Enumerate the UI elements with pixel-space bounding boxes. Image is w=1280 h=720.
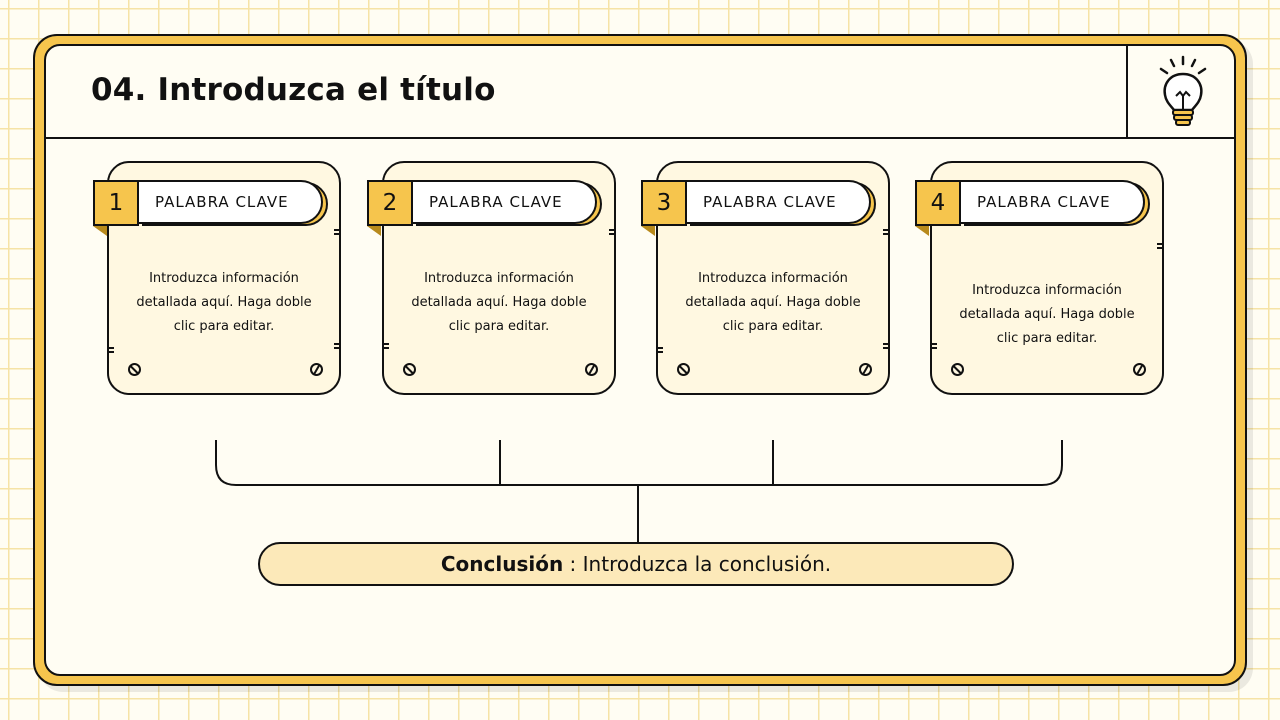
card-description[interactable]: Introduzca información detallada aquí. H… — [685, 271, 861, 334]
conclusion-label: Conclusión — [440, 552, 564, 576]
lightbulb-icon — [1159, 55, 1207, 126]
screw-icon — [585, 363, 598, 376]
screw-icon — [677, 363, 690, 376]
card-number-badge: 3 — [641, 180, 687, 226]
conclusion-box[interactable]: Conclusión : Introduzca la conclusión. — [258, 542, 1014, 586]
card-number-badge: 2 — [367, 180, 413, 226]
screw-icon — [310, 363, 323, 376]
header-icon-separator — [1126, 46, 1128, 138]
screw-icon — [403, 363, 416, 376]
conclusion-separator: : — [563, 552, 583, 576]
connector-outer-bracket — [215, 440, 1063, 486]
card-description[interactable]: Introduzca información detallada aquí. H… — [136, 271, 312, 334]
header-divider — [46, 137, 1234, 139]
card-keyword-label[interactable]: PALABRA CLAVE — [411, 180, 597, 224]
card-description[interactable]: Introduzca información detallada aquí. H… — [411, 271, 587, 334]
screw-icon — [128, 363, 141, 376]
card-keyword-label[interactable]: PALABRA CLAVE — [959, 180, 1145, 224]
screw-icon — [951, 363, 964, 376]
card-description[interactable]: Introduzca información detallada aquí. H… — [959, 283, 1135, 346]
page-title: 04. Introduzca el título — [91, 72, 496, 108]
conclusion-text[interactable]: Introduzca la conclusión. — [582, 552, 832, 576]
screw-icon — [1133, 363, 1146, 376]
card-number-badge: 1 — [93, 180, 139, 226]
card-keyword-label[interactable]: PALABRA CLAVE — [685, 180, 871, 224]
card-keyword-label[interactable]: PALABRA CLAVE — [137, 180, 323, 224]
screw-icon — [859, 363, 872, 376]
card-number-badge: 4 — [915, 180, 961, 226]
